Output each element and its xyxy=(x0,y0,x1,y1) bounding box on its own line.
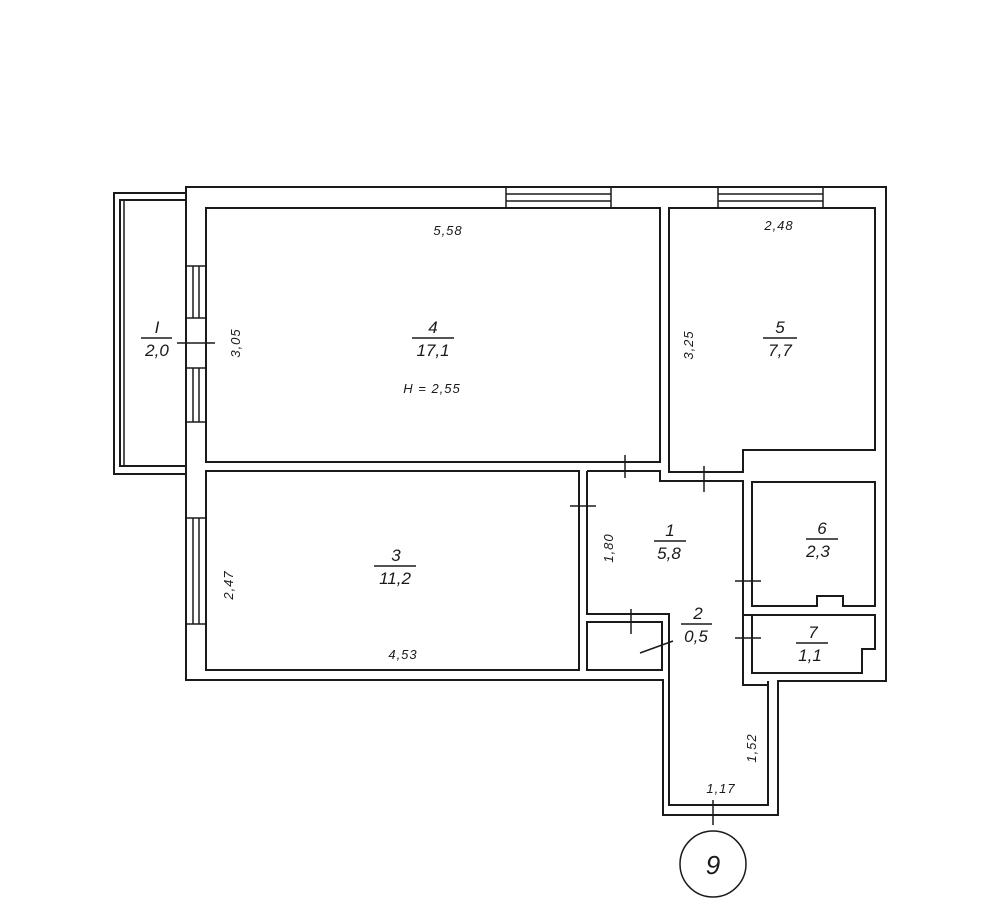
door-markers xyxy=(177,342,761,825)
svg-text:3: 3 xyxy=(391,546,401,565)
window-balcony-lower xyxy=(185,367,207,423)
room-label-6: 6 2,3 xyxy=(805,519,838,561)
room-label-7: 7 1,1 xyxy=(796,623,828,665)
svg-text:4: 4 xyxy=(428,318,437,337)
dim-room4-depth: 3,05 xyxy=(228,328,243,357)
dim-room5-depth: 3,25 xyxy=(681,330,696,359)
room-label-3: 3 11,2 4,53 2,47 xyxy=(221,546,417,662)
window-room3 xyxy=(185,517,207,625)
svg-text:7,7: 7,7 xyxy=(768,341,792,360)
svg-text:5,8: 5,8 xyxy=(657,544,681,563)
dim-room3-width: 4,53 xyxy=(388,647,417,662)
room-label-1: 1 5,8 1,80 xyxy=(601,521,686,563)
svg-text:2,3: 2,3 xyxy=(805,542,830,561)
window-balcony-upper xyxy=(185,265,207,319)
room-6-outline xyxy=(751,481,876,607)
svg-text:1: 1 xyxy=(665,521,674,540)
balcony xyxy=(113,192,186,475)
svg-text:2: 2 xyxy=(692,604,703,623)
dim-corridor-depth: 1,52 xyxy=(744,733,759,762)
svg-text:I: I xyxy=(155,318,160,337)
svg-text:17,1: 17,1 xyxy=(416,341,449,360)
room-label-5: 5 7,7 2,48 3,25 xyxy=(681,218,797,360)
svg-text:5: 5 xyxy=(775,318,785,337)
dim-room3-depth: 2,47 xyxy=(221,570,236,600)
room-label-4: 4 17,1 H = 2,55 5,58 3,05 xyxy=(228,223,462,396)
svg-text:9: 9 xyxy=(706,850,720,880)
room-7-outline xyxy=(751,614,876,674)
outer-walls xyxy=(185,186,887,816)
room-2-outline xyxy=(586,621,663,671)
window-room4 xyxy=(505,186,612,209)
svg-text:7: 7 xyxy=(808,623,818,642)
window-room5 xyxy=(717,186,824,209)
dim-room5-width: 2,48 xyxy=(763,218,793,233)
entrance-marker: 9 xyxy=(679,830,747,898)
dim-corridor-width: 1,17 xyxy=(706,781,735,796)
room-4-outline xyxy=(205,207,661,463)
room-label-2: 2 0,5 xyxy=(681,604,712,646)
svg-text:6: 6 xyxy=(817,519,827,538)
ceiling-height: H = 2,55 xyxy=(403,381,461,396)
room-5-outline xyxy=(668,207,876,473)
svg-text:2,0: 2,0 xyxy=(144,341,169,360)
svg-text:11,2: 11,2 xyxy=(379,569,411,588)
svg-text:1,1: 1,1 xyxy=(798,646,822,665)
room-label-balcony: I 2,0 xyxy=(141,318,172,360)
dim-room4-width: 5,58 xyxy=(433,223,462,238)
dim-room1-depth: 1,80 xyxy=(601,533,616,562)
svg-text:0,5: 0,5 xyxy=(684,627,708,646)
corridor-dimensions: 1,52 1,17 xyxy=(706,733,759,796)
